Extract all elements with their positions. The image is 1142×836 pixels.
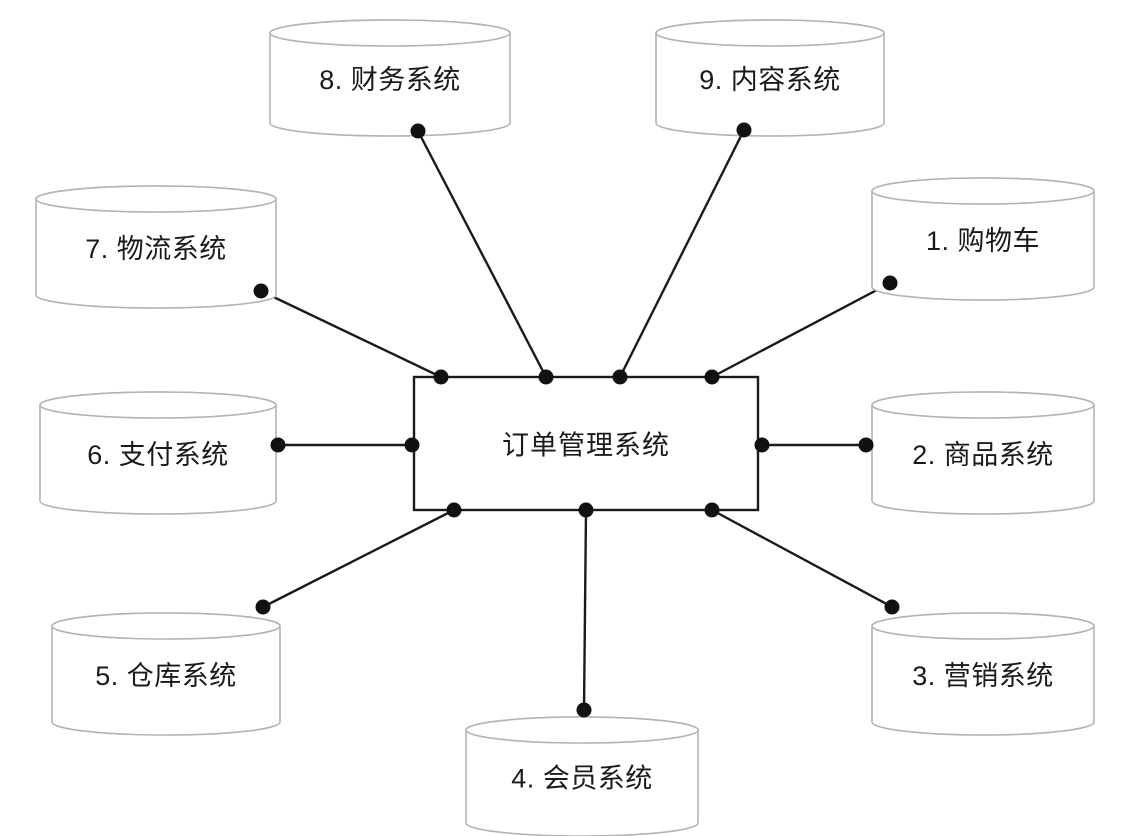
hub-anchor-dot-4 [578,502,594,518]
db-node-3[interactable]: 3. 营销系统 [871,612,1095,736]
db-node-label: 1. 购物车 [926,226,1040,256]
edges-layer [260,129,893,711]
edge-node-5 [262,508,455,609]
edge-line [711,508,893,609]
hub-layer: 订单管理系统 [412,375,760,512]
hub-node[interactable]: 订单管理系统 [412,375,760,512]
cylinder-top-ellipse [655,19,885,47]
db-node-label: 2. 商品系统 [912,440,1054,470]
db-node-7[interactable]: 7. 物流系统 [35,185,277,309]
node-anchor-dot-4 [576,702,592,718]
hub-anchor-dot-5 [446,502,462,518]
edge-node-8 [416,130,548,378]
db-node-label: 4. 会员系统 [511,764,653,794]
edge-node-9 [618,129,746,378]
edge-node-3 [711,508,893,609]
cylinder-top-ellipse [39,391,277,419]
hub-anchor-dot-6 [404,437,420,453]
hub-rectangle [412,375,760,512]
hub-anchor-dot-3 [704,502,720,518]
db-node-9[interactable]: 9. 内容系统 [655,19,885,137]
dots-layer [253,122,900,718]
node-anchor-dot-6 [270,437,286,453]
db-node-label: 9. 内容系统 [699,65,841,95]
cylinder-top-ellipse [35,185,277,213]
db-node-5[interactable]: 5. 仓库系统 [51,612,281,736]
db-node-label: 7. 物流系统 [85,234,227,264]
edge-line [618,129,746,378]
cylinder-top-ellipse [871,177,1095,205]
edge-node-4 [582,509,588,711]
node-anchor-dot-3 [884,599,900,615]
hub-anchor-dot-8 [538,369,554,385]
hub-anchor-dot-2 [754,437,770,453]
node-anchor-dot-2 [858,437,874,453]
cylinder-top-ellipse [269,19,511,47]
db-node-2[interactable]: 2. 商品系统 [871,391,1095,515]
edge-line [262,508,455,609]
node-anchor-dot-8 [410,123,426,139]
edge-line [711,281,891,379]
edge-line [416,130,548,378]
edge-node-1 [711,281,891,379]
db-node-4[interactable]: 4. 会员系统 [465,716,699,836]
db-node-8[interactable]: 8. 财务系统 [269,19,511,137]
db-node-label: 8. 财务系统 [319,65,461,95]
db-node-1[interactable]: 1. 购物车 [871,177,1095,301]
edge-node-7 [260,289,442,379]
node-anchor-dot-1 [882,275,898,291]
edge-line [582,509,588,711]
node-anchor-dot-7 [253,283,269,299]
cylinder-top-ellipse [465,716,699,744]
db-node-label: 3. 营销系统 [912,661,1054,691]
node-anchor-dot-9 [736,122,752,138]
cylinder-top-ellipse [871,612,1095,640]
db-node-label: 6. 支付系统 [87,440,229,470]
hub-anchor-dot-1 [704,369,720,385]
cylinder-top-ellipse [871,391,1095,419]
hub-anchor-dot-9 [612,369,628,385]
db-node-label: 5. 仓库系统 [95,661,237,691]
edge-line [260,289,442,379]
db-node-6[interactable]: 6. 支付系统 [39,391,277,515]
hub-label: 订单管理系统 [502,431,670,461]
node-anchor-dot-5 [255,599,271,615]
cylinder-top-ellipse [51,612,281,640]
nodes-layer: 1. 购物车 2. 商品系统 3. 营销系统 4. 会员系统 5. 仓库系统 6. 支付系… [35,19,1095,836]
hub-anchor-dot-7 [433,369,449,385]
